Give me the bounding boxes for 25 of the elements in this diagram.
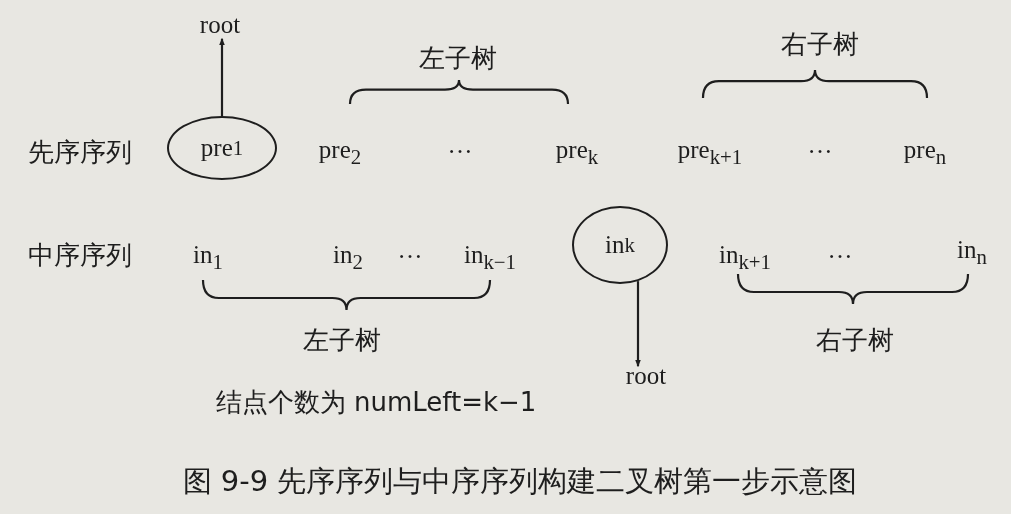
sequence-item: pre$_{k}$: [555, 135, 599, 169]
sequence-item: pre$_{n}$: [903, 135, 947, 169]
sequence-item: in$_{k−1}$: [464, 240, 516, 274]
sequence-item: …: [447, 131, 473, 159]
subtree-label: 右子树: [816, 325, 894, 355]
row-label: 中序序列: [28, 240, 132, 270]
root-label: root: [625, 362, 667, 390]
sequence-item: …: [827, 236, 853, 264]
sequence-item: pre$_{k+1}$: [677, 135, 743, 169]
arrow: [219, 38, 225, 116]
row-label: 先序序列: [28, 137, 132, 167]
sequence-item: in$_{n}$: [957, 235, 987, 269]
caption: 图 9-9 先序序列与中序序列构建二叉树第一步示意图: [182, 466, 858, 498]
sequence-item: in$_{k+1}$: [719, 240, 771, 274]
subtree-label: 左子树: [303, 325, 381, 355]
sequence-item: …: [397, 236, 423, 264]
sequence-item: in$_{1}$: [193, 240, 223, 274]
sequence-item: …: [807, 131, 833, 159]
note-text: 结点个数为 numLeft=k−1: [215, 387, 537, 417]
sequence-item: pre$_{2}$: [318, 135, 362, 169]
sequence-item: in$_{2}$: [333, 240, 363, 274]
subtree-label: 左子树: [419, 43, 497, 73]
subtree-label: 右子树: [781, 29, 859, 59]
arrow: [635, 281, 641, 367]
root-label: root: [199, 11, 241, 39]
